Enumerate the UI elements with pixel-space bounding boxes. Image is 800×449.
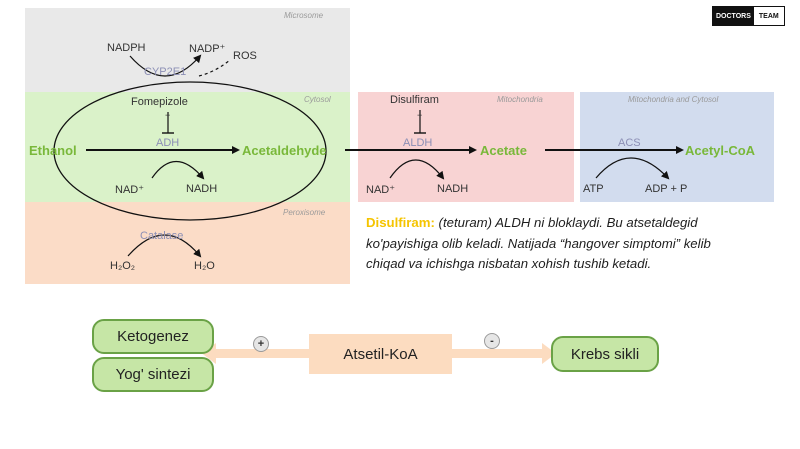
node-ketogenez: Ketogenez [92, 319, 214, 354]
arrow-head-right [542, 343, 556, 364]
node-atsetil-koa: Atsetil-KoA [309, 334, 452, 374]
label-nadp-plus: NADP⁺ [189, 43, 226, 55]
enzyme-aldh: ALDH [403, 137, 433, 149]
label-microsome: Microsome [284, 11, 324, 20]
description-keyword: Disulfiram: [366, 215, 435, 230]
label-nadph: NADPH [107, 42, 146, 54]
metabolite-acetyl-coa: Acetyl-CoA [685, 143, 756, 158]
label-h2o: H₂O [194, 260, 215, 272]
arrow-bar-left [216, 349, 309, 358]
metabolite-ethanol: Ethanol [29, 143, 77, 158]
label-adp-p: ADP + P [645, 183, 688, 195]
disulfiram-description: Disulfiram: (teturam) ALDH ni bloklaydi.… [366, 213, 726, 275]
curve-adh-cofactor [151, 161, 205, 180]
sign-minus: - [484, 333, 500, 349]
pathway-loop [53, 81, 327, 221]
arrow-head-left [202, 343, 216, 364]
metabolite-acetate: Acetate [480, 143, 527, 158]
logo-left: DOCTORS [713, 7, 754, 25]
curve-acs-atp [595, 157, 670, 180]
arrow-bar-right [452, 349, 542, 358]
brand-logo: DOCTORS TEAM [712, 6, 785, 26]
label-nad-plus-cytosol: NAD⁺ [115, 184, 145, 196]
metabolite-acetaldehyde: Acetaldehyde [242, 143, 327, 158]
curve-nadph-nadp [129, 54, 202, 77]
label-nadh-cytosol: NADH [186, 183, 218, 195]
label-fomepizole: Fomepizole [131, 96, 188, 108]
sign-plus: + [253, 336, 269, 352]
enzyme-cyp2e1: CYP2E1 [144, 66, 187, 78]
inhibit-sign-aldh: − [417, 110, 423, 120]
label-nadh-mito: NADH [437, 183, 469, 195]
label-mito-cytosol: Mitochondria and Cytosol [628, 95, 719, 104]
logo-right: TEAM [753, 7, 784, 25]
curve-aldh-cofactor [389, 159, 445, 180]
label-nad-plus-mito: NAD⁺ [366, 184, 396, 196]
region-mitochondria [358, 92, 574, 202]
label-cytosol: Cytosol [304, 95, 331, 104]
label-disulfiram: Disulfiram [390, 94, 439, 106]
enzyme-adh: ADH [156, 137, 180, 149]
enzyme-catalase: Catalase [140, 230, 184, 242]
label-h2o2: H₂O₂ [110, 260, 136, 272]
label-mitochondria: Mitochondria [497, 95, 543, 104]
node-yog-sintezi: Yog' sintezi [92, 357, 214, 392]
inhibit-sign-adh: − [165, 110, 171, 120]
label-peroxisome: Peroxisome [283, 208, 326, 217]
region-microsome [25, 8, 350, 92]
curve-catalase [127, 234, 202, 258]
label-atp: ATP [583, 183, 604, 195]
ros-dashed [198, 59, 231, 77]
description-text: (teturam) ALDH ni bloklaydi. Bu atsetald… [366, 215, 711, 271]
enzyme-acs: ACS [618, 137, 641, 149]
label-ros: ROS [233, 50, 257, 62]
node-krebs-sikli: Krebs sikli [551, 336, 659, 372]
